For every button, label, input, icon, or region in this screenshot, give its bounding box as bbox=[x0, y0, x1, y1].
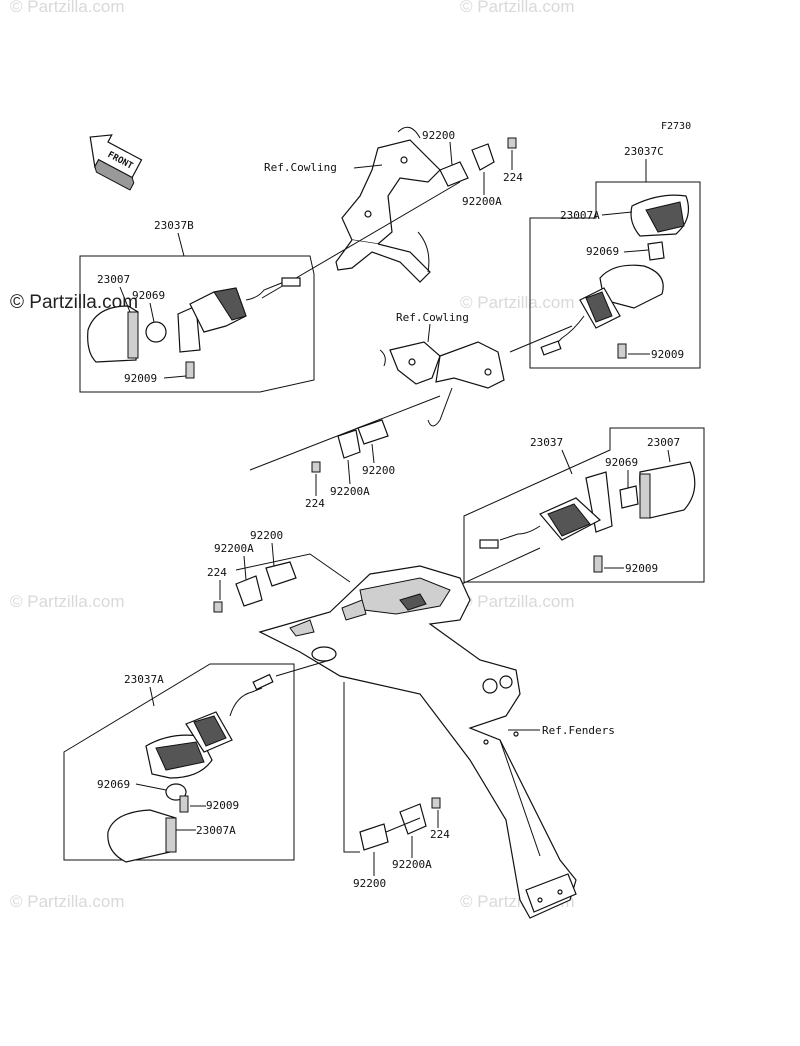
part-label: 23007 bbox=[647, 436, 680, 449]
screw-part bbox=[507, 137, 517, 149]
watermark: © Partzilla.com bbox=[460, 293, 575, 312]
plate-part bbox=[359, 823, 389, 851]
nut-part bbox=[337, 429, 361, 459]
figure-code: F2730 bbox=[661, 121, 691, 132]
assembly-box-23037 bbox=[463, 427, 705, 583]
watermark: © Partzilla.com bbox=[10, 592, 125, 611]
part-label: 92200 bbox=[422, 129, 455, 142]
part-label: 23007A bbox=[196, 824, 236, 837]
part-label: 23007A bbox=[560, 209, 600, 222]
nut-part bbox=[235, 575, 263, 607]
part-label: 92069 bbox=[605, 456, 638, 469]
ref-cowling-mid: Ref.Cowling bbox=[396, 311, 469, 324]
part-label: 92069 bbox=[132, 289, 165, 302]
part-label: 92009 bbox=[206, 799, 239, 812]
assembly-label-23037A: 23037A bbox=[124, 673, 164, 686]
part-label: 92009 bbox=[124, 372, 157, 385]
turn-signal-left-rear bbox=[107, 673, 274, 863]
turn-signal-right-rear bbox=[479, 461, 696, 573]
part-label: 92200A bbox=[214, 542, 254, 555]
assembly-label-23037: 23037 bbox=[530, 436, 563, 449]
part-label: 92009 bbox=[625, 562, 658, 575]
rear-fender-bracket bbox=[258, 565, 577, 919]
assembly-label-23037B: 23037B bbox=[154, 219, 194, 232]
part-label: 23007 bbox=[97, 273, 130, 286]
assembly-box-23037B bbox=[79, 255, 315, 393]
screw-part bbox=[213, 601, 223, 613]
part-label: 92200 bbox=[362, 464, 395, 477]
watermark: © Partzilla.com bbox=[10, 292, 138, 313]
watermark: © Partzilla.com bbox=[10, 0, 125, 16]
part-label: 92200 bbox=[353, 877, 386, 890]
ref-fenders: Ref.Fenders bbox=[542, 724, 615, 737]
nut-part bbox=[471, 143, 495, 171]
part-label: 224 bbox=[503, 171, 523, 184]
turn-signal-right-front bbox=[540, 194, 689, 359]
part-label: 92200 bbox=[250, 529, 283, 542]
middle-cowling-bracket bbox=[379, 341, 505, 427]
screw-part bbox=[311, 461, 321, 473]
assembly-box-23037A bbox=[63, 663, 295, 861]
nut-part bbox=[399, 803, 427, 835]
plate-part bbox=[439, 161, 469, 187]
part-label: 92069 bbox=[97, 778, 130, 791]
turn-signal-left-front bbox=[87, 277, 301, 379]
front-arrow-icon: FRONT bbox=[89, 134, 143, 191]
part-label: 92200A bbox=[330, 485, 370, 498]
part-label: 92009 bbox=[651, 348, 684, 361]
ref-cowling-top: Ref.Cowling bbox=[264, 161, 337, 174]
assembly-box-23037C bbox=[529, 181, 701, 369]
plate-part bbox=[265, 561, 297, 587]
upper-cowling-bracket bbox=[335, 126, 441, 283]
plate-part bbox=[357, 419, 389, 445]
part-label: 224 bbox=[305, 497, 325, 510]
part-label: 224 bbox=[430, 828, 450, 841]
part-label: 224 bbox=[207, 566, 227, 579]
screw-part bbox=[431, 797, 441, 809]
part-label: 92200A bbox=[392, 858, 432, 871]
part-label: 92069 bbox=[586, 245, 619, 258]
part-label: 92200A bbox=[462, 195, 502, 208]
watermark: © Partzilla.com bbox=[460, 0, 575, 16]
assembly-label-23037C: 23037C bbox=[624, 145, 664, 158]
watermark: © Partzilla.com bbox=[10, 892, 125, 911]
watermark: © Partzilla.com bbox=[460, 592, 575, 611]
